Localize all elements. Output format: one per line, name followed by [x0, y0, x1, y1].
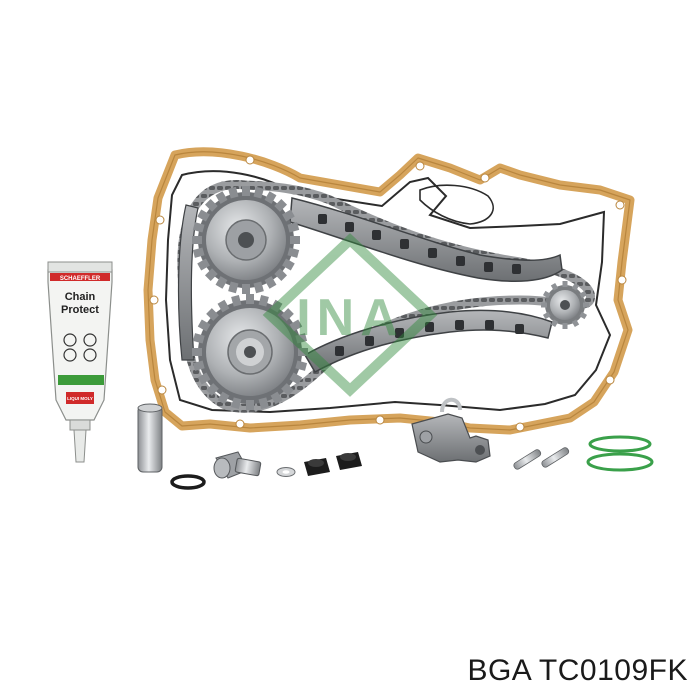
tube-chain-graphic-icon	[63, 333, 97, 362]
timing-cover-gasket	[143, 147, 635, 435]
product-code-caption: BGA TC0109FK	[467, 654, 688, 687]
chain-tensioner	[411, 397, 491, 463]
plug-bolt	[213, 451, 262, 479]
upper-guide-rail	[289, 197, 563, 282]
ina-logo-watermark: INA	[262, 233, 438, 397]
sealing-washer	[276, 467, 296, 477]
tube-brand-line: SCHAEFFLER	[60, 276, 101, 282]
tube-label-chain: Chain	[65, 291, 96, 303]
small-o-ring	[170, 474, 206, 490]
guide-pin	[137, 403, 163, 473]
lower-guide-rail	[303, 309, 553, 374]
crank-sprocket	[192, 294, 308, 410]
rubber-seal-caps	[304, 452, 362, 476]
dowel-pins	[513, 447, 570, 470]
green-o-rings	[586, 435, 654, 472]
chain-protect-grease-tube: SCHAEFFLER Chain Protect LIQUI MOLY	[47, 261, 113, 463]
cam-sprocket	[192, 186, 300, 294]
tube-maker-mark: LIQUI MOLY	[67, 396, 93, 401]
tube-label-protect: Protect	[61, 304, 99, 316]
ina-logo-text: INA	[296, 289, 404, 347]
idler-sprocket	[541, 281, 589, 329]
